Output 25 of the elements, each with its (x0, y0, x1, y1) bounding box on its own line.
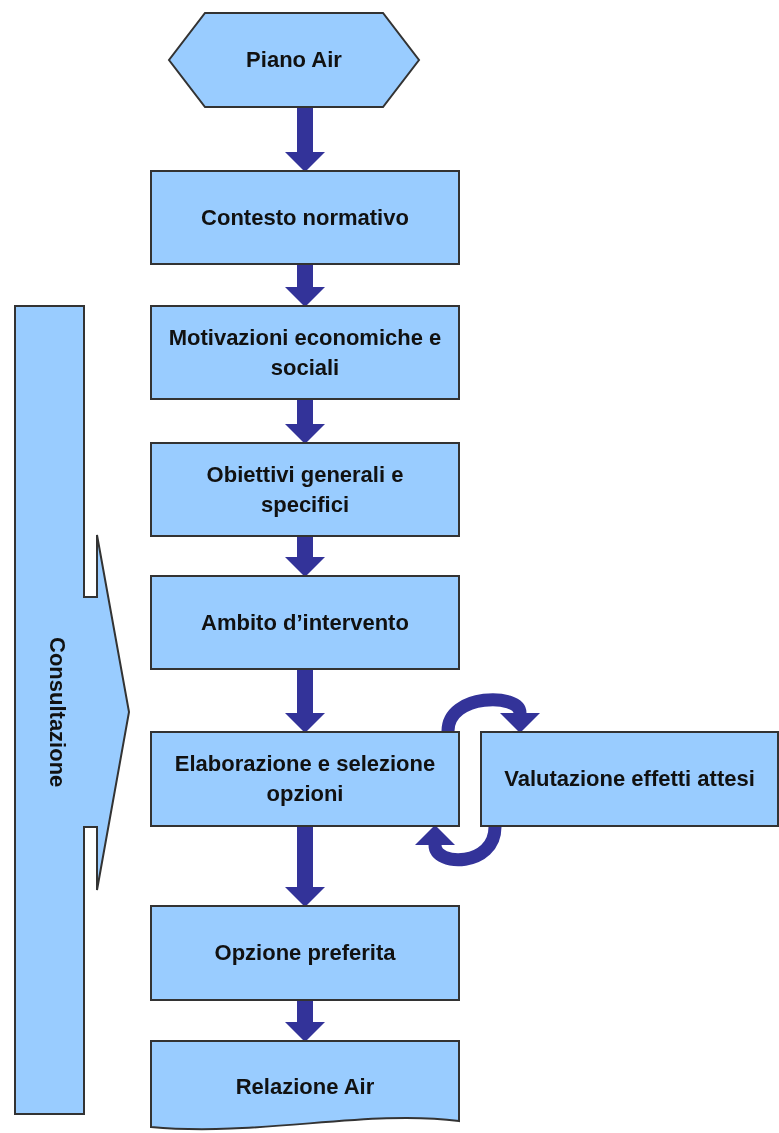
block-arrow (285, 670, 325, 733)
box-label: Obiettivi generali e specifici (205, 460, 405, 519)
curved-arrow (415, 825, 502, 867)
box-label: Opzione preferita (213, 939, 397, 968)
process-box (150, 731, 460, 827)
box-label: Contesto normativo (200, 203, 410, 232)
block-arrow (285, 265, 325, 307)
block-arrow (285, 1001, 325, 1042)
box-label: Piano Air (245, 46, 343, 75)
box-label: Ambito d’intervento (200, 608, 410, 637)
process-box (150, 170, 460, 265)
block-arrow (285, 108, 325, 172)
box-label: Motivazioni economiche e sociali (167, 323, 443, 382)
block-arrow (285, 537, 325, 577)
process-box (150, 305, 460, 400)
box-label: Valutazione effetti attesi (503, 765, 756, 794)
process-box (480, 731, 779, 827)
box-label: Elaborazione e selezione opzioni (173, 750, 437, 808)
box-label: Relazione Air (234, 1072, 376, 1101)
process-box (150, 442, 460, 537)
block-arrow (285, 827, 325, 907)
process-box (150, 905, 460, 1001)
band-label: Consultazione (43, 635, 71, 790)
process-box (150, 575, 460, 670)
block-arrow (285, 400, 325, 444)
